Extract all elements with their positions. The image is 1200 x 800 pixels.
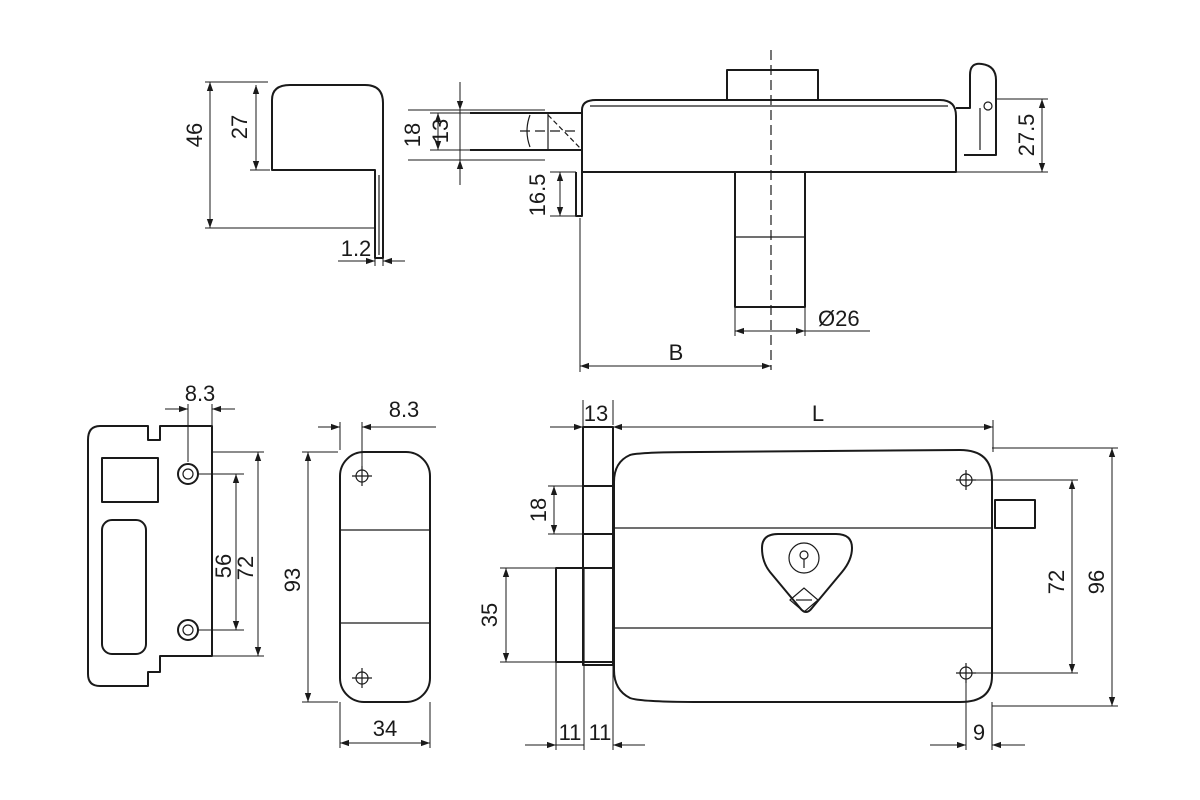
lock-front-view: 13 L 18 35 11 11 72 96 [477,400,1118,750]
dim-8-3-left-label: 8.3 [185,381,216,406]
front-plate-lip [575,172,583,217]
dim-9-label: 9 [973,720,985,745]
brand-logo-icon [789,587,819,613]
dim-27-label: 27 [227,115,252,139]
dim-46-label: 46 [182,123,207,147]
lock-case-front [613,449,993,703]
keeper-outline [339,451,431,703]
lock-case-top [581,99,957,173]
hook-pin [983,101,993,111]
dim-72-right-label: 72 [1044,570,1069,594]
dim-1-2-label: 1.2 [341,236,372,261]
dim-16-5-label: 16.5 [525,174,550,217]
dim-13-vertical-label: 13 [428,119,453,143]
dim-18-vertical-label: 18 [400,123,425,147]
dim-93-label: 93 [280,568,305,592]
dim-18-front-label: 18 [526,498,551,522]
dim-l-label: L [812,401,824,426]
lock-top-view: 18 13 16.5 Ø26 B [400,50,1048,372]
dim-35-label: 35 [477,603,502,627]
cylinder-body [734,172,806,308]
latch-stub [994,499,1036,529]
dim-11-a-label: 11 [559,720,582,745]
strike-front-view: 8.3 56 72 [87,381,264,687]
front-plate [582,426,614,666]
strike-window-square [101,457,159,503]
hook-latch [956,62,997,156]
strike-side-view: 46 27 1.2 [182,81,405,266]
strike-window-slot [101,519,147,655]
strike-plate-outline [87,425,213,687]
latch [582,485,614,535]
keyhole-shield [761,533,853,613]
dim-b-label: B [669,340,684,365]
dim-8-3-keeper-label: 8.3 [389,397,420,422]
dim-96-label: 96 [1084,570,1109,594]
dim-72-left-label: 72 [233,556,258,580]
strike-hole-top [177,463,199,485]
dim-56-label: 56 [211,554,236,578]
dim-27-5-label: 27.5 [1014,114,1039,157]
strike-profile [271,84,384,259]
keeper-front-view: 8.3 93 34 [280,397,436,748]
keyhole-icon [788,542,820,574]
dim-diameter-26-label: Ø26 [818,306,860,331]
strike-hole-bottom [177,619,199,641]
dim-34-label: 34 [373,716,397,741]
dim-13-front-label: 13 [584,401,608,426]
dim-11-b-label: 11 [589,720,612,745]
cylinder-knob [726,69,819,100]
